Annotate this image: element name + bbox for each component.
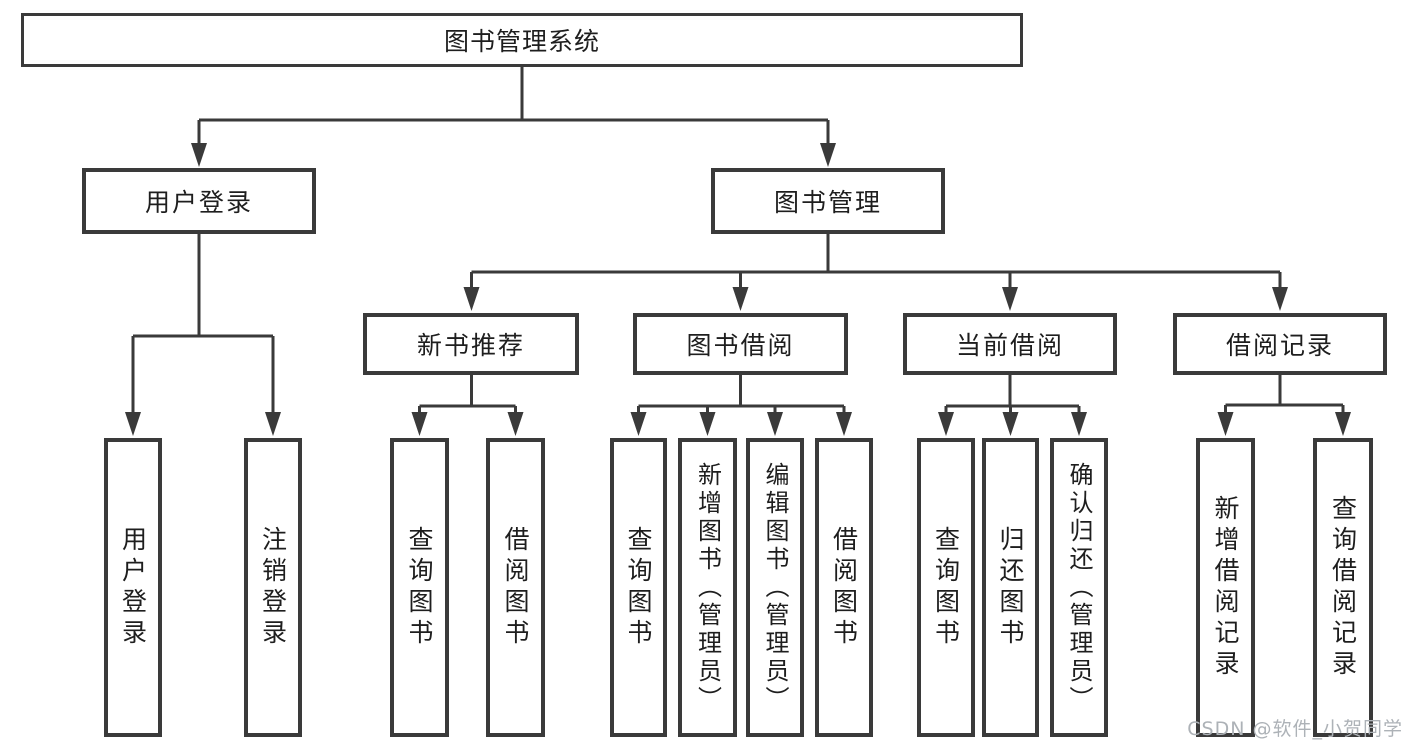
node-user-login: 用户登录	[82, 168, 316, 234]
leaf-add-books-admin: 新增图书（管理员）	[678, 438, 737, 737]
leaf-query-books-borrowing: 查询图书	[610, 438, 667, 737]
node-borrowing-records: 借阅记录	[1173, 313, 1387, 375]
leaf-query-borrow-record: 查询借阅记录	[1313, 438, 1373, 737]
leaf-borrow-books-recommend: 借阅图书	[486, 438, 545, 737]
node-new-book-recommendation: 新书推荐	[363, 313, 579, 375]
leaf-user-login: 用户登录	[104, 438, 162, 737]
leaf-edit-books-admin: 编辑图书（管理员）	[746, 438, 804, 737]
leaf-query-books-recommend: 查询图书	[390, 438, 449, 737]
watermark: CSDN @软件_小贺同学	[1187, 718, 1403, 740]
leaf-query-books-current: 查询图书	[917, 438, 975, 737]
node-current-borrowing: 当前借阅	[903, 313, 1117, 375]
leaf-confirm-return-admin: 确认归还（管理员）	[1050, 438, 1108, 737]
node-book-management: 图书管理	[711, 168, 945, 234]
leaf-add-borrow-record: 新增借阅记录	[1196, 438, 1255, 737]
leaf-logout-login: 注销登录	[244, 438, 302, 737]
leaf-borrow-books-borrowing: 借阅图书	[815, 438, 873, 737]
node-root: 图书管理系统	[21, 13, 1023, 67]
node-book-borrowing: 图书借阅	[633, 313, 848, 375]
leaf-return-books: 归还图书	[982, 438, 1039, 737]
